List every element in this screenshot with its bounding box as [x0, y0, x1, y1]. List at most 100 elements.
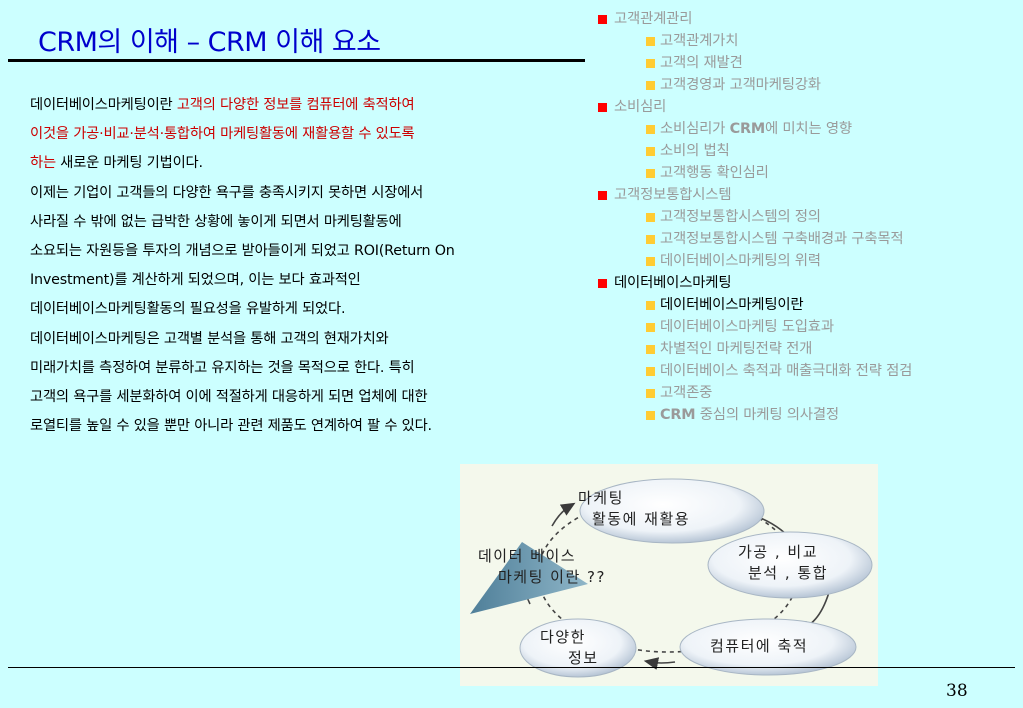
outline-label: 데이터베이스마케팅 도입효과: [660, 319, 834, 335]
node-bubble-bottom-left: [519, 618, 637, 678]
node-label-line: 분석 , 통합: [748, 564, 829, 582]
body-text-emphasis: 하는: [30, 155, 56, 172]
outline-label: 데이터베이스마케팅: [614, 275, 732, 291]
body-line: 고객의 욕구를 세분화하여 이에 적절하게 대응하게 되면 업체에 대한: [30, 389, 428, 406]
node-label-line: 마케팅: [578, 489, 624, 507]
outline-label: 고객정보통합시스템의 정의: [660, 209, 821, 225]
outline-label: 데이터베이스마케팅의 위력: [660, 253, 821, 269]
slide-title: CRM의 이해 – CRM 이해 요소: [38, 27, 381, 58]
outline-subitem-13: 데이터베이스마케팅이란: [597, 294, 1017, 316]
outline-subitem-18: CRM 중심의 마케팅 의사결정: [597, 404, 1017, 426]
yellow-square-bullet-icon: [646, 169, 655, 178]
body-line: 이제는 기업이 고객들의 다양한 욕구를 충족시키지 못하면 시장에서: [30, 184, 424, 201]
yellow-square-bullet-icon: [646, 37, 655, 46]
body-line: 데이터베이스마케팅활동의 필요성을 유발하게 되었다.: [30, 301, 346, 318]
node-label-reuse: 마케팅 활동에 재활용: [578, 488, 690, 530]
body-text-plain: 데이터베이스마케팅이란: [30, 97, 177, 113]
outline-subitem-1: 고객관계가치: [597, 30, 1017, 52]
node-label-line: 활동에 재활용: [592, 510, 691, 528]
cycle-arrow: [551, 502, 576, 527]
outline-subitem-3: 고객경영과 고객마케팅강화: [597, 74, 1017, 96]
node-label-line: 정보: [568, 649, 599, 667]
node-label-line: 가공 , 비교: [738, 543, 819, 561]
outline-label: 데이터베이스마케팅이란: [660, 297, 804, 313]
outline-label: 고객행동 확인심리: [660, 165, 769, 181]
body-line: 하는 새로운 마케팅 기법이다.: [30, 149, 590, 178]
center-triangle: [470, 542, 588, 614]
outline-label: 고객관계가치: [660, 33, 739, 49]
node-bubble-bottom-right: [679, 618, 857, 676]
yellow-square-bullet-icon: [646, 147, 655, 156]
yellow-square-bullet-icon: [646, 125, 655, 134]
body-line: 이것을 가공·비교·분석·통합하여 마케팅활동에 재활용할 수 있도록: [30, 120, 590, 149]
yellow-square-bullet-icon: [646, 389, 655, 398]
body-line: Investment)를 계산하게 되었으며, 이는 보다 효과적인: [30, 272, 361, 289]
body-line: 데이터베이스마케팅이란 고객의 다양한 정보를 컴퓨터에 축적하여: [30, 91, 590, 120]
outline-label: 고객경영과 고객마케팅강화: [660, 77, 821, 93]
outline-subitem-5: 소비심리가 CRM에 미치는 영향: [597, 118, 1017, 140]
outline-section-4: 소비심리: [597, 96, 1017, 118]
yellow-square-bullet-icon: [646, 59, 655, 68]
node-label-store: 컴퓨터에 축적: [710, 637, 809, 655]
outline-subitem-9: 고객정보통합시스템의 정의: [597, 206, 1017, 228]
yellow-square-bullet-icon: [646, 301, 655, 310]
body-line: 소요되는 자원등을 투자의 개념으로 받아들이게 되었고 ROI(Return …: [30, 243, 455, 260]
outline-subitem-15: 차별적인 마케팅전략 전개: [597, 338, 1017, 360]
outline-label: 고객정보통합시스템 구축배경과 구축목적: [660, 231, 904, 247]
outline-label: 데이터베이스 축적과 매출극대화 전략 점검: [660, 363, 913, 379]
node-label-line: 다양한: [540, 628, 586, 646]
outline-section-0: 고객관계관리: [597, 8, 1017, 30]
yellow-square-bullet-icon: [646, 235, 655, 244]
center-label-line: 데이터 베이스: [478, 547, 577, 565]
body-line: 미래가치를 측정하여 분류하고 유지하는 것을 목적으로 한다. 특히: [30, 359, 415, 376]
outline-section-12: 데이터베이스마케팅: [597, 272, 1017, 294]
yellow-square-bullet-icon: [646, 345, 655, 354]
body-text: 데이터베이스마케팅이란 고객의 다양한 정보를 컴퓨터에 축적하여 이것을 가공…: [30, 91, 590, 441]
center-label: 데이터 베이스 마케팅 이란 ??: [478, 546, 606, 588]
body-text-emphasis: 고객의 다양한 정보를 컴퓨터에 축적하여: [176, 97, 415, 113]
title-underline: [8, 59, 585, 62]
body-line: 로열티를 높일 수 있을 뿐만 아니라 관련 제품도 연계하여 팔 수 있다.: [30, 418, 432, 435]
outline-subitem-6: 소비의 법칙: [597, 140, 1017, 162]
node-label-info: 다양한 정보: [540, 627, 599, 669]
red-square-bullet-icon: [598, 15, 607, 24]
yellow-square-bullet-icon: [646, 81, 655, 90]
db-marketing-cycle-diagram: 데이터 베이스 마케팅 이란 ?? 마케팅 활동에 재활용 가공 , 비교 분석…: [460, 464, 878, 686]
outline-label: 소비의 법칙: [660, 143, 730, 159]
yellow-square-bullet-icon: [646, 323, 655, 332]
node-bubble-right: [707, 531, 873, 599]
outline-label: 고객존중: [660, 385, 713, 401]
outline-subitem-2: 고객의 재발견: [597, 52, 1017, 74]
outline-subitem-11: 데이터베이스마케팅의 위력: [597, 250, 1017, 272]
outline-subitem-14: 데이터베이스마케팅 도입효과: [597, 316, 1017, 338]
yellow-square-bullet-icon: [646, 411, 655, 420]
outline-subitem-16: 데이터베이스 축적과 매출극대화 전략 점검: [597, 360, 1017, 382]
red-square-bullet-icon: [598, 191, 607, 200]
outline-label: 고객정보통합시스템: [614, 187, 732, 203]
body-line: 데이터베이스마케팅은 고객별 분석을 통해 고객의 현재가치와: [30, 330, 389, 347]
node-label-process: 가공 , 비교 분석 , 통합: [738, 542, 828, 584]
body-line: 사라질 수 밖에 없는 급박한 상황에 놓이게 되면서 마케팅활동에: [30, 213, 402, 230]
red-square-bullet-icon: [598, 279, 607, 288]
yellow-square-bullet-icon: [646, 257, 655, 266]
outline-subitem-10: 고객정보통합시스템 구축배경과 구축목적: [597, 228, 1017, 250]
outline-subitem-17: 고객존중: [597, 382, 1017, 404]
yellow-square-bullet-icon: [646, 213, 655, 222]
outline-label: 소비심리가 CRM에 미치는 영향: [660, 121, 852, 137]
outline-section-8: 고객정보통합시스템: [597, 184, 1017, 206]
yellow-square-bullet-icon: [646, 367, 655, 376]
cycle-arrow: [643, 657, 676, 670]
outline-label: 차별적인 마케팅전략 전개: [660, 341, 813, 357]
center-label-line: 마케팅 이란 ??: [498, 568, 606, 586]
outline-label: CRM 중심의 마케팅 의사결정: [660, 407, 839, 423]
red-square-bullet-icon: [598, 103, 607, 112]
body-text-emphasis: 이것을 가공·비교·분석·통합하여 마케팅활동에 재활용할 수 있도록: [30, 126, 415, 143]
body-text-plain: 새로운 마케팅 기법이다.: [55, 155, 203, 172]
outline-label: 고객관계관리: [614, 11, 693, 27]
footer-rule: [8, 667, 1015, 668]
node-bubble-top: [579, 478, 765, 544]
cycle-diagram-graphic: [470, 478, 873, 678]
outline-label: 소비심리: [614, 99, 667, 115]
page-number: 38: [946, 681, 968, 701]
